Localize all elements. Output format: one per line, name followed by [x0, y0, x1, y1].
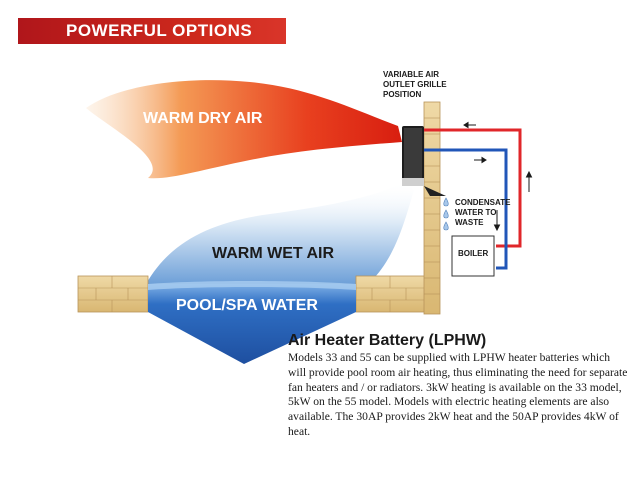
- condensate-drops: [443, 197, 449, 231]
- vent-outlet-label: VARIABLE AIR OUTLET GRILLE POSITION: [383, 70, 473, 100]
- boiler-label: BOILER: [458, 249, 489, 258]
- condensate-label-line: WATER TO: [455, 208, 497, 217]
- condensate-label-line: CONDENSATE: [455, 198, 511, 207]
- building-wall: [423, 101, 441, 315]
- warm-wet-air-plume: [146, 182, 414, 284]
- dehumidifier-unit: [402, 126, 446, 196]
- banner-title: POWERFUL OPTIONS: [66, 21, 253, 40]
- boiler-box: [451, 235, 495, 277]
- pool-edge-right: [355, 275, 427, 313]
- warm-dry-air-label: WARM DRY AIR: [143, 110, 263, 127]
- section-banner: POWERFUL OPTIONS: [18, 18, 286, 44]
- pool-edge-left: [77, 275, 149, 313]
- vent-outlet-label-line: VARIABLE AIR: [383, 70, 439, 79]
- warm-wet-air-label: WARM WET AIR: [212, 245, 335, 262]
- warm-dry-air-plume: [86, 80, 402, 179]
- pool-water: [148, 284, 356, 364]
- condensate-label: CONDENSATE WATER TO WASTE: [455, 198, 515, 228]
- section-heading: Air Heater Battery (LPHW): [288, 332, 487, 349]
- flow-arrows: [463, 121, 533, 232]
- pool-water-label: POOL/SPA WATER: [176, 297, 318, 314]
- vent-outlet-label-line: POSITION: [383, 90, 422, 99]
- vent-outlet-label-line: OUTLET GRILLE: [383, 80, 447, 89]
- condensate-label-line: WASTE: [455, 218, 484, 227]
- section-body: Models 33 and 55 can be supplied with LP…: [288, 351, 628, 438]
